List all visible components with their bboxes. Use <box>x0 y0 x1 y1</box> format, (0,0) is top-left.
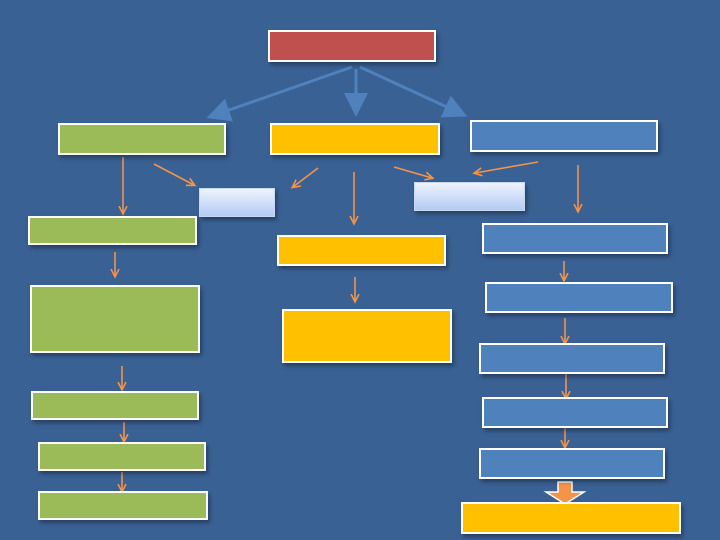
root-node <box>268 30 436 62</box>
yellow-branch-node <box>270 123 440 155</box>
blue-branch-node <box>470 120 658 152</box>
blue-step-node <box>482 223 668 254</box>
blue-step-node <box>479 343 665 374</box>
green-step-node <box>38 491 208 520</box>
green-step-node <box>28 216 197 245</box>
root-to-blue-arrow <box>359 65 468 118</box>
final-result-node <box>461 502 681 534</box>
shared-node-left <box>199 188 275 217</box>
green-step-node <box>38 442 206 471</box>
blue-step-node <box>482 397 668 428</box>
yellow-step-node <box>277 235 446 266</box>
green-branch-node <box>58 123 226 155</box>
blue-step-node <box>479 448 665 479</box>
green-to-shared-left-arrow <box>153 163 194 185</box>
green-step-node <box>31 391 199 420</box>
yellow-to-shared-left-arrow <box>293 167 319 187</box>
yellow-step-node <box>282 309 452 363</box>
green-step-node <box>30 285 200 353</box>
block-down-arrow <box>543 481 587 505</box>
blue-to-shared-right-arrow <box>475 161 539 173</box>
yellow-to-shared-right-arrow <box>393 166 432 178</box>
root-to-green-arrow <box>206 65 353 122</box>
blue-step-node <box>485 282 673 313</box>
shared-node-right <box>414 182 525 211</box>
